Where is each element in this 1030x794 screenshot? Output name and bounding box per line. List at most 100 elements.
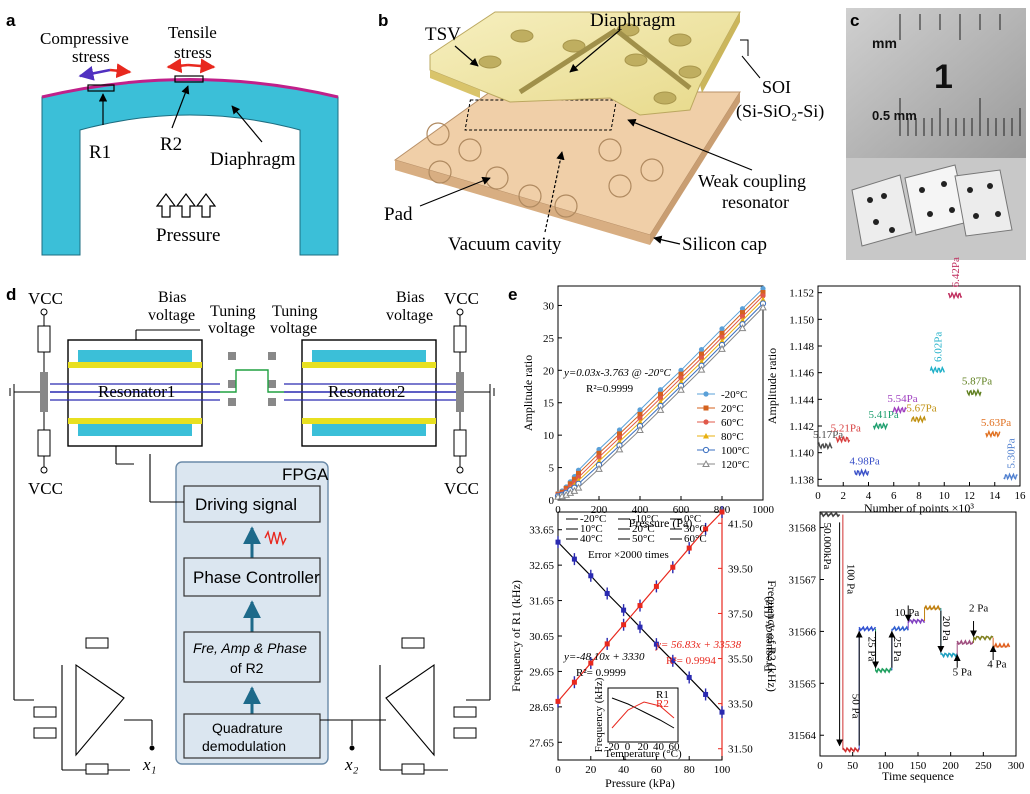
data-point [596, 458, 602, 464]
x-tick-label: 6 [891, 490, 897, 502]
resonator-2-label: Resonator2 [328, 382, 405, 401]
data-point [678, 367, 684, 373]
y-tick-label: 0 [549, 495, 555, 507]
tsv-pointer [454, 45, 479, 67]
data-point [678, 371, 684, 377]
y-tick-label: 10 [543, 430, 555, 442]
data-point [759, 303, 767, 311]
soi-label: SOI [762, 77, 791, 97]
inset-x-tick: 40 [653, 741, 665, 753]
x-tick-label: 60 [651, 764, 663, 776]
data-point [571, 679, 577, 685]
data-point [637, 415, 643, 421]
data-point [719, 509, 725, 515]
y-axis-label-right: Frequency of R2 (kHz) [765, 580, 779, 692]
weak-pointer [627, 118, 753, 171]
weak-label-2: resonator [722, 192, 789, 212]
y-tick-label: 35.50 [728, 654, 753, 666]
r2-pointer [171, 85, 190, 129]
x-tick-label: 150 [910, 760, 927, 772]
x2-node [349, 745, 355, 751]
data-cluster [947, 291, 963, 300]
legend-entry: 30°C [684, 523, 707, 535]
x-tick-label: 1000 [752, 504, 775, 516]
step-label: 25 Pa [865, 637, 877, 662]
data-point [703, 405, 709, 411]
data-point [604, 590, 610, 596]
data-point [698, 358, 705, 365]
x-tick-label: 12 [964, 490, 975, 502]
data-point [657, 399, 664, 405]
inset-x-tick: -20 [605, 741, 620, 753]
chart-amplitude-vs-pressure: 02004006008001000051015202530Pressure (P… [521, 285, 775, 530]
data-segment [891, 625, 909, 632]
sine-wave-icon [264, 529, 287, 547]
cap-pointer [653, 235, 681, 245]
data-point [637, 411, 643, 417]
x-tick-label: 0 [815, 490, 821, 502]
data-cluster [853, 468, 870, 478]
inset-x-label: Temperature (°C) [604, 748, 682, 760]
data-point [678, 378, 684, 385]
y-axis-label: Amplitude ratio [521, 355, 535, 431]
segment-label: 50.000kPa [821, 523, 833, 570]
y-tick-label: 33.65 [529, 525, 554, 537]
legend-entry: 10°C [580, 523, 603, 535]
vacuum-pointer [544, 151, 565, 233]
legend-entry: 80°C [721, 431, 744, 443]
data-point [571, 556, 577, 562]
data-point [760, 289, 766, 295]
tsv-holes [478, 23, 702, 105]
data-point [596, 446, 602, 453]
y-axis-label-left: Frequency of R1 (kHz) [509, 580, 523, 692]
legend-entry: -20°C [721, 389, 747, 401]
x-tick-label: 0 [555, 504, 561, 516]
data-point [575, 474, 582, 480]
resistors-amp [33, 637, 477, 775]
x-tick-label: 100 [877, 760, 894, 772]
soi-chip-side [700, 12, 740, 93]
data-cluster [817, 441, 833, 451]
data-point [658, 391, 663, 397]
compressive-label-2: stress [72, 47, 110, 66]
cap-label: Silicon cap [682, 234, 767, 255]
data-cluster [966, 388, 982, 397]
vcc-node-top-right [456, 308, 464, 316]
data-point [698, 355, 705, 361]
fit-equation: y=0.03x-3.763 @ -20°C [563, 367, 672, 379]
x-tick-label: 20 [585, 764, 597, 776]
cluster-label: 5.21Pa [831, 422, 861, 434]
y-tick-label: 27.65 [529, 737, 554, 749]
tuning-right-1: Tuning [272, 303, 318, 320]
data-point [621, 622, 627, 628]
y-tick-label: 33.50 [728, 699, 753, 711]
step-label: 5 Pa [953, 667, 972, 679]
y-tick-label: 30 [543, 300, 555, 312]
legend-entry: 0°C [684, 513, 701, 525]
panel-b: b TSV Diaphragm SOI (Si-SiO₂-Si) Weak co… [378, 10, 824, 255]
y-tick-label: 39.50 [728, 563, 753, 575]
data-point [596, 454, 602, 460]
tuning-right-2: voltage [270, 320, 317, 337]
x-tick-label: 100 [714, 764, 731, 776]
inset-y-label: Frequency (kHz) [593, 677, 605, 752]
inset-x-tick: 60 [669, 741, 681, 753]
data-point [555, 539, 561, 545]
diaphragm-surface [41, 78, 339, 99]
anchor-left [40, 372, 48, 412]
data-point [703, 433, 709, 439]
resistor [37, 325, 51, 353]
y-tick-label: 20 [543, 365, 555, 377]
data-point [656, 405, 665, 413]
data-cluster [872, 421, 889, 431]
data-segment [972, 635, 994, 641]
silicon-cap-front [395, 160, 650, 245]
data-point [574, 483, 583, 491]
x2-label: x₂ [344, 755, 359, 774]
x-axis-label: Time sequence [882, 769, 954, 783]
x-tick-label: 4 [866, 490, 872, 502]
cluster-label: 5.87Pa [962, 376, 992, 388]
tensile-label-1: Tensile [168, 23, 217, 42]
data-point [699, 351, 704, 357]
